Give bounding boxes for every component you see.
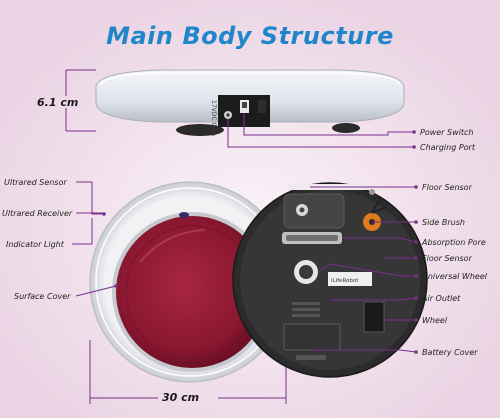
label-floor-sensor-top: Floor Sensor — [422, 183, 472, 192]
label-ultrared-receiver: Ultrared Receiver — [2, 209, 73, 218]
wheel — [363, 301, 385, 333]
air-outlet — [292, 302, 320, 317]
height-dimension — [65, 69, 96, 132]
label-universal-wheel: Universal Wheel — [422, 272, 487, 281]
top-view-robot — [89, 181, 291, 383]
top-callouts — [72, 181, 117, 297]
port-rating-text: 17VDC 0.8A — [210, 100, 217, 137]
bottom-callouts — [310, 186, 417, 353]
page-title: Main Body Structure — [106, 22, 394, 50]
label-surface-cover: Surface Cover — [14, 292, 71, 301]
height-dimension-label: 6.1 cm — [37, 96, 79, 109]
indicator-light — [179, 212, 189, 218]
side-view-robot — [95, 69, 405, 136]
label-absorption-pore: Absorption Pore — [422, 238, 486, 247]
battery-cover — [283, 323, 341, 351]
label-side-brush: Side Brush — [422, 218, 465, 227]
label-battery-cover: Battery Cover — [422, 348, 478, 357]
port-callouts — [227, 113, 414, 148]
logo-text: iLifeRobot — [331, 278, 359, 284]
label-air-outlet: Air Outlet — [422, 294, 461, 303]
label-power-switch: Power Switch — [420, 128, 474, 137]
label-ultrared-sensor: Ultrared Sensor — [4, 178, 67, 187]
label-indicator-light: Indicator Light — [6, 240, 64, 249]
diameter-dimension-label: 30 cm — [162, 391, 200, 404]
label-floor-sensor-mid: Floor Sensor — [422, 254, 472, 263]
bottom-view-robot — [232, 182, 428, 378]
logo-plate — [328, 272, 372, 286]
label-charging-port: Charging Port — [420, 143, 475, 152]
label-wheel: Wheel — [422, 316, 448, 325]
